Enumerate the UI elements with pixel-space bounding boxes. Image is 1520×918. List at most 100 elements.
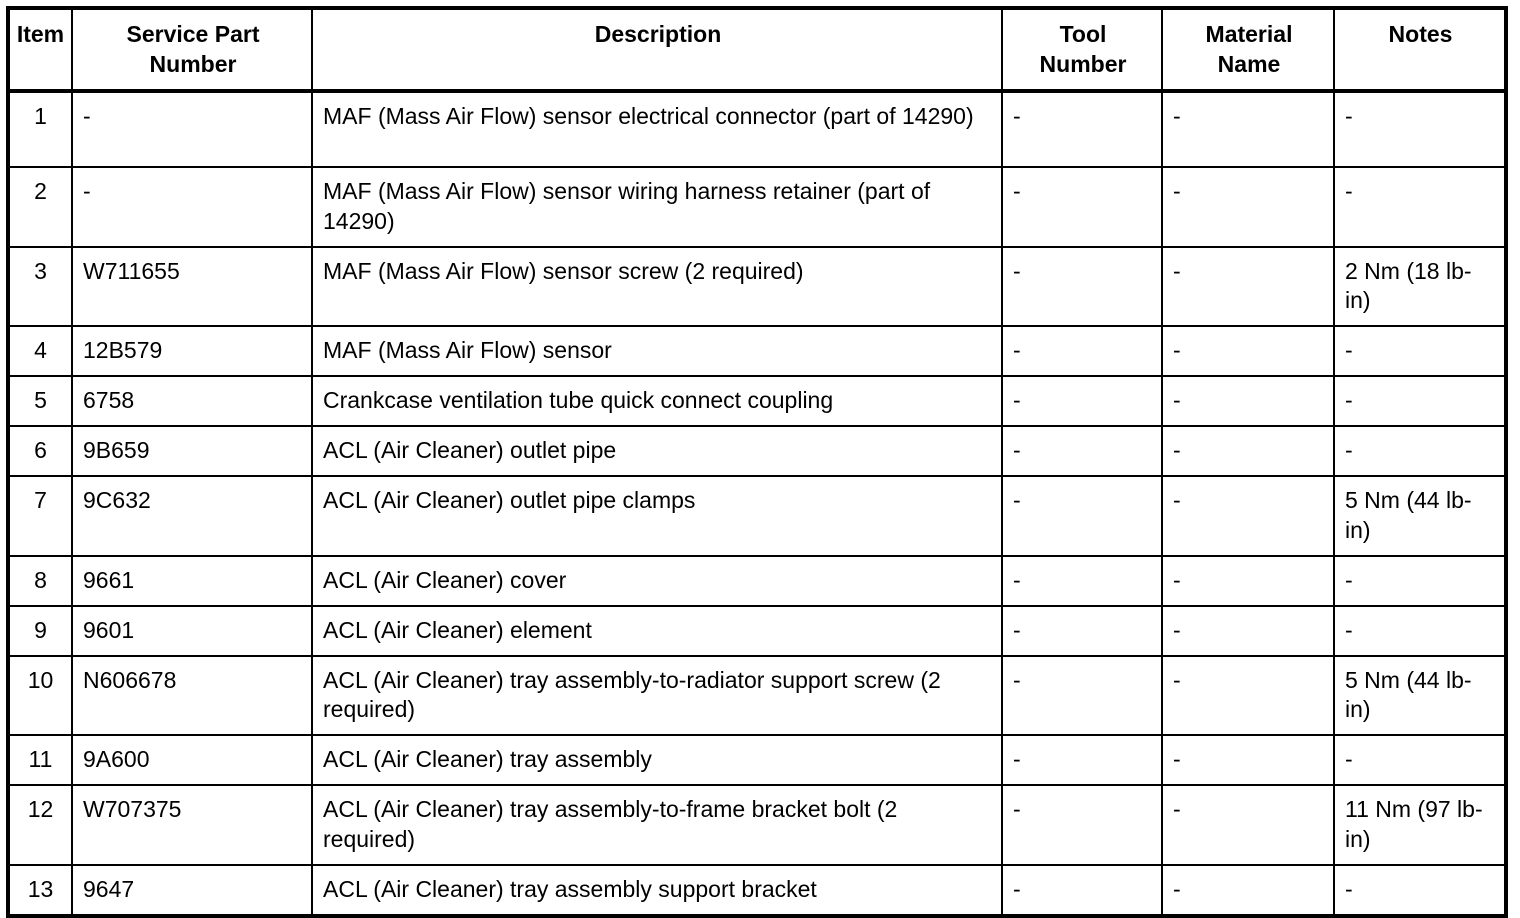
cell-item: 7 (7, 475, 73, 557)
cell-service-part-number: 9B659 (71, 425, 313, 478)
cell-description: Crankcase ventilation tube quick connect… (311, 375, 1003, 428)
cell-tool-number: - (1001, 864, 1163, 917)
cell-description: MAF (Mass Air Flow) sensor (311, 325, 1003, 378)
column-header-material-name: Material Name (1161, 7, 1335, 93)
cell-notes: - (1333, 554, 1507, 607)
cell-material-name: - (1161, 245, 1335, 328)
cell-tool-number: - (1001, 375, 1163, 428)
cell-notes: - (1333, 425, 1507, 478)
cell-notes: - (1333, 89, 1507, 168)
cell-tool-number: - (1001, 165, 1163, 248)
column-header-notes-line1: Notes (1388, 21, 1453, 47)
cell-material-name: - (1161, 554, 1335, 607)
cell-item: 11 (7, 734, 73, 787)
cell-description: MAF (Mass Air Flow) sensor electrical co… (311, 89, 1003, 168)
column-header-tool-number: Tool Number (1001, 7, 1163, 93)
column-header-service-part-number-line1: Service Part (126, 21, 260, 47)
service-parts-table-container: Item Service Part Number Description Too… (6, 6, 1508, 918)
column-header-description: Description (311, 7, 1003, 93)
cell-service-part-number: 9661 (71, 554, 313, 607)
service-parts-table: Item Service Part Number Description Too… (6, 6, 1508, 918)
cell-tool-number: - (1001, 325, 1163, 378)
cell-notes: - (1333, 864, 1507, 917)
cell-service-part-number: 9A600 (71, 734, 313, 787)
cell-service-part-number: - (71, 89, 313, 168)
cell-notes: - (1333, 604, 1507, 657)
cell-description: ACL (Air Cleaner) tray assembly-to-radia… (311, 654, 1003, 737)
cell-notes: - (1333, 375, 1507, 428)
cell-material-name: - (1161, 604, 1335, 657)
column-header-tool-number-line1: Tool (1059, 21, 1107, 47)
cell-item: 10 (7, 654, 73, 737)
cell-service-part-number: - (71, 165, 313, 248)
cell-service-part-number: W711655 (71, 245, 313, 328)
cell-description: ACL (Air Cleaner) cover (311, 554, 1003, 607)
cell-tool-number: - (1001, 475, 1163, 557)
cell-notes: - (1333, 325, 1507, 378)
cell-tool-number: - (1001, 654, 1163, 737)
cell-tool-number: - (1001, 784, 1163, 867)
table-row: 1-MAF (Mass Air Flow) sensor electrical … (7, 89, 1507, 168)
column-header-service-part-number-line2: Number (149, 50, 237, 77)
cell-material-name: - (1161, 734, 1335, 787)
column-header-material-name-line2: Name (1217, 50, 1281, 77)
cell-material-name: - (1161, 654, 1335, 737)
cell-item: 4 (7, 325, 73, 378)
column-header-item-line1: Item (16, 21, 65, 47)
cell-material-name: - (1161, 475, 1335, 557)
cell-item: 5 (7, 375, 73, 428)
cell-item: 6 (7, 425, 73, 478)
table-body: 1-MAF (Mass Air Flow) sensor electrical … (7, 89, 1507, 917)
cell-item: 13 (7, 864, 73, 917)
cell-service-part-number: W707375 (71, 784, 313, 867)
cell-service-part-number: 9C632 (71, 475, 313, 557)
column-header-item: Item (7, 7, 73, 93)
cell-item: 1 (7, 89, 73, 168)
column-header-tool-number-line2: Number (1039, 50, 1127, 77)
cell-tool-number: - (1001, 554, 1163, 607)
cell-description: ACL (Air Cleaner) tray assembly support … (311, 864, 1003, 917)
table-header: Item Service Part Number Description Too… (7, 7, 1507, 93)
cell-service-part-number: N606678 (71, 654, 313, 737)
cell-notes: 11 Nm (97 lb-in) (1333, 784, 1507, 867)
column-header-description-line1: Description (594, 21, 722, 47)
cell-description: ACL (Air Cleaner) tray assembly-to-frame… (311, 784, 1003, 867)
cell-notes: - (1333, 734, 1507, 787)
cell-description: MAF (Mass Air Flow) sensor screw (2 requ… (311, 245, 1003, 328)
cell-tool-number: - (1001, 425, 1163, 478)
cell-description: ACL (Air Cleaner) outlet pipe (311, 425, 1003, 478)
header-row: Item Service Part Number Description Too… (7, 7, 1507, 93)
cell-notes: 5 Nm (44 lb-in) (1333, 475, 1507, 557)
cell-notes: - (1333, 165, 1507, 248)
cell-description: ACL (Air Cleaner) element (311, 604, 1003, 657)
cell-notes: 5 Nm (44 lb-in) (1333, 654, 1507, 737)
column-header-notes: Notes (1333, 7, 1507, 93)
cell-material-name: - (1161, 325, 1335, 378)
cell-material-name: - (1161, 784, 1335, 867)
cell-description: ACL (Air Cleaner) outlet pipe clamps (311, 475, 1003, 557)
cell-item: 2 (7, 165, 73, 248)
cell-description: MAF (Mass Air Flow) sensor wiring harnes… (311, 165, 1003, 248)
cell-material-name: - (1161, 89, 1335, 168)
cell-service-part-number: 6758 (71, 375, 313, 428)
cell-service-part-number: 9601 (71, 604, 313, 657)
cell-description: ACL (Air Cleaner) tray assembly (311, 734, 1003, 787)
table-row: 2-MAF (Mass Air Flow) sensor wiring harn… (7, 165, 1507, 248)
cell-tool-number: - (1001, 734, 1163, 787)
cell-material-name: - (1161, 425, 1335, 478)
cell-item: 3 (7, 245, 73, 328)
cell-material-name: - (1161, 165, 1335, 248)
cell-service-part-number: 9647 (71, 864, 313, 917)
cell-tool-number: - (1001, 604, 1163, 657)
cell-tool-number: - (1001, 89, 1163, 168)
